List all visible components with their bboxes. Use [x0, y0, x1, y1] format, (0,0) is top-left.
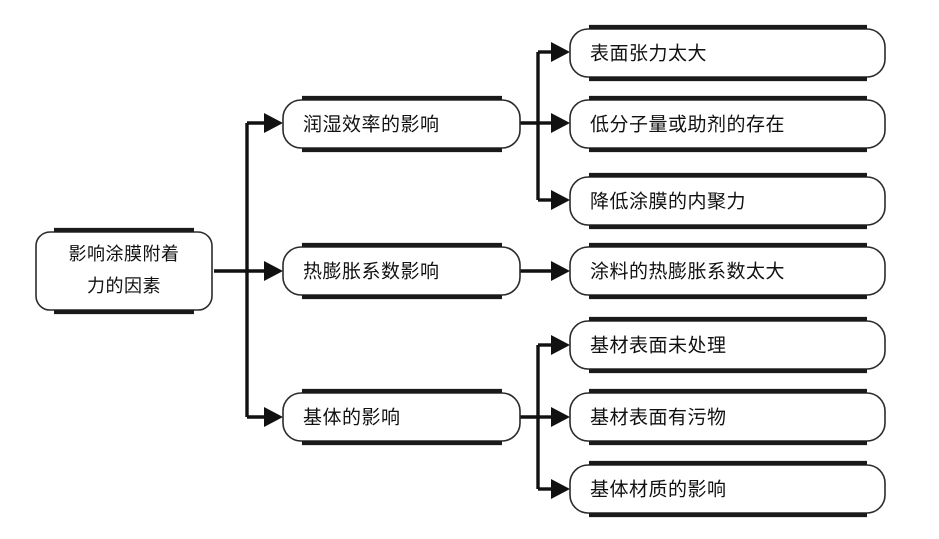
node-branch-thermal-label: 热膨胀系数影响 — [303, 261, 440, 283]
arrowhead-to-leaf-1 — [551, 42, 570, 62]
node-branch-wetting-label: 润湿效率的影响 — [303, 114, 440, 136]
node-root-label-line2: 力的因素 — [87, 276, 161, 297]
node-leaf-material-effect-label: 基体材质的影响 — [590, 479, 727, 501]
arrowhead-to-leaf-7 — [551, 479, 570, 499]
arrowhead-to-leaf-2 — [551, 113, 570, 133]
arrowhead-to-branch-1 — [264, 113, 283, 133]
node-leaf-surface-tension[interactable]: 表面张力太大 — [569, 24, 886, 82]
node-leaf-low-molecular-label: 低分子量或助剂的存在 — [590, 114, 785, 136]
node-leaf-dirty-surface-label: 基材表面有污物 — [590, 407, 727, 429]
node-branch-substrate[interactable]: 基体的影响 — [282, 388, 521, 446]
node-branch-substrate-label: 基体的影响 — [303, 407, 401, 429]
node-leaf-cohesion-label: 降低涂膜的内聚力 — [590, 191, 746, 213]
arrowhead-to-branch-2 — [264, 261, 283, 281]
node-leaf-untreated-surface-label: 基材表面未处理 — [590, 335, 727, 357]
node-leaf-dirty-surface[interactable]: 基材表面有污物 — [569, 388, 886, 446]
node-leaf-coating-expansion-label: 涂料的热膨胀系数太大 — [590, 261, 785, 283]
arrowhead-to-branch-3 — [264, 407, 283, 427]
node-leaf-surface-tension-label: 表面张力太大 — [590, 43, 707, 65]
arrowhead-to-leaf-6 — [551, 407, 570, 427]
arrowhead-to-leaf-4 — [551, 261, 570, 281]
node-leaf-cohesion[interactable]: 降低涂膜的内聚力 — [569, 172, 886, 230]
node-branch-wetting[interactable]: 润湿效率的影响 — [282, 95, 521, 153]
node-branch-thermal[interactable]: 热膨胀系数影响 — [282, 242, 521, 300]
node-leaf-untreated-surface[interactable]: 基材表面未处理 — [569, 316, 886, 374]
connector-layer — [214, 42, 570, 499]
node-leaf-material-effect[interactable]: 基体材质的影响 — [569, 460, 886, 518]
node-leaf-coating-expansion[interactable]: 涂料的热膨胀系数太大 — [569, 242, 886, 300]
node-leaf-low-molecular[interactable]: 低分子量或助剂的存在 — [569, 95, 886, 153]
node-root-label-line1: 影响涂膜附着 — [69, 244, 180, 265]
arrowhead-to-leaf-5 — [551, 335, 570, 355]
arrowhead-to-leaf-3 — [551, 190, 570, 210]
node-root[interactable]: 影响涂膜附着 力的因素 — [35, 227, 213, 315]
